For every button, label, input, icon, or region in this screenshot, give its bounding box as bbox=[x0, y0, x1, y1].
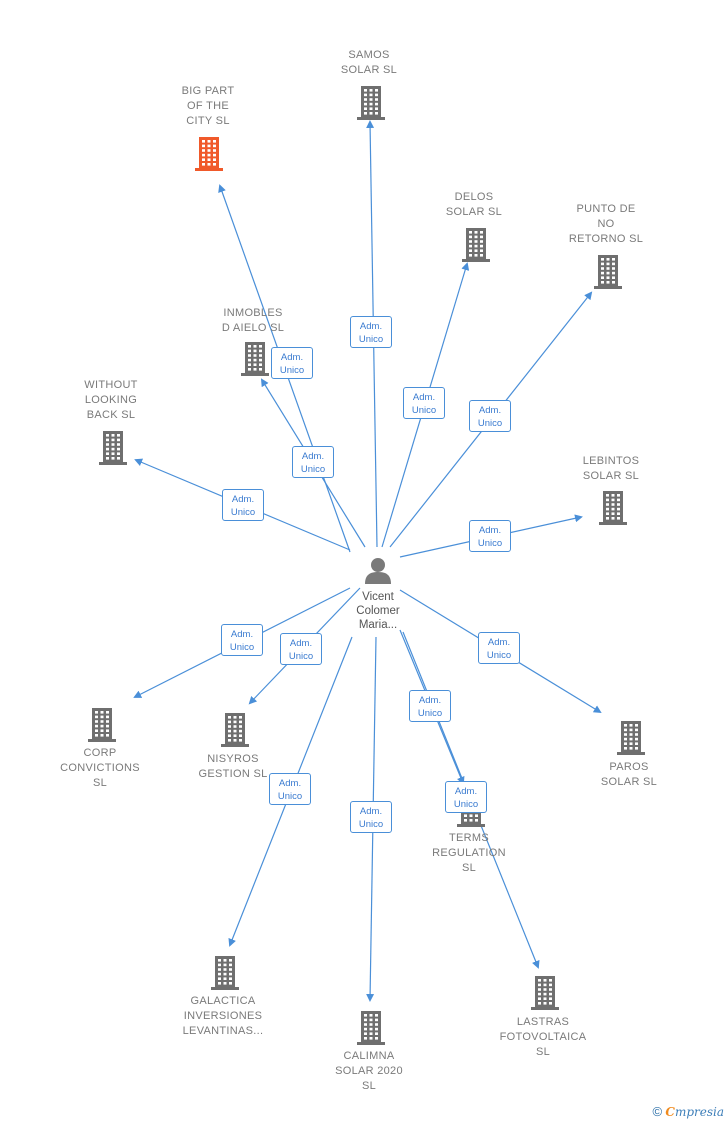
role-line1: Adm. bbox=[454, 786, 478, 797]
brand-initial: C bbox=[665, 1105, 675, 1119]
role-line2: Unico bbox=[300, 464, 326, 475]
role-line1: Adm. bbox=[230, 629, 254, 640]
company-node-punto-de-no-retorno[interactable]: PUNTO DE NO RETORNO SL bbox=[536, 202, 676, 247]
building-icon[interactable] bbox=[194, 136, 223, 172]
company-node-calimna-solar-2020[interactable]: CALIMNA SOLAR 2020 SL bbox=[299, 1049, 439, 1094]
brand-rest: mpresia bbox=[674, 1105, 724, 1119]
role-line2: Unico bbox=[358, 334, 384, 345]
building-icon[interactable] bbox=[220, 712, 249, 748]
company-node-samos-solar[interactable]: SAMOS SOLAR SL bbox=[299, 48, 439, 78]
company-node-paros-solar[interactable]: PAROS SOLAR SL bbox=[559, 760, 699, 790]
company-name: BIG PART OF THE CITY SL bbox=[181, 85, 235, 127]
role-line2: Unico bbox=[230, 507, 256, 518]
role-line1: Adm. bbox=[301, 451, 325, 462]
company-name: WITHOUT LOOKING BACK SL bbox=[84, 379, 138, 421]
role-badge: Adm. Unico bbox=[269, 773, 311, 805]
brand-name: Cmpresia bbox=[665, 1105, 724, 1119]
building-icon[interactable] bbox=[598, 490, 627, 526]
company-node-inmobles-d-aielo[interactable]: INMOBLES D AIELO SL bbox=[183, 306, 323, 336]
company-node-lebintos-solar[interactable]: LEBINTOS SOLAR SL bbox=[541, 454, 681, 484]
role-badge: Adm. Unico bbox=[222, 489, 264, 521]
role-badge: Adm. Unico bbox=[271, 347, 313, 379]
company-name: NISYROS GESTION SL bbox=[198, 753, 268, 780]
role-line2: Unico bbox=[277, 791, 303, 802]
copyright-symbol: © bbox=[652, 1104, 663, 1119]
company-node-without-looking-back[interactable]: WITHOUT LOOKING BACK SL bbox=[41, 378, 181, 423]
role-line1: Adm. bbox=[289, 638, 313, 649]
role-line1: Adm. bbox=[487, 637, 511, 648]
building-icon[interactable] bbox=[530, 975, 559, 1011]
building-icon[interactable] bbox=[356, 85, 385, 121]
company-name: LEBINTOS SOLAR SL bbox=[582, 455, 640, 482]
role-line2: Unico bbox=[279, 365, 305, 376]
role-line1: Adm. bbox=[231, 494, 255, 505]
role-line1: Adm. bbox=[280, 352, 304, 363]
company-node-lastras-fotovoltaica[interactable]: LASTRAS FOTOVOLTAICA SL bbox=[473, 1015, 613, 1060]
company-node-corp-convictions[interactable]: CORP CONVICTIONS SL bbox=[30, 746, 170, 791]
building-icon[interactable] bbox=[593, 254, 622, 290]
role-badge: Adm. Unico bbox=[350, 801, 392, 833]
role-line2: Unico bbox=[358, 819, 384, 830]
person-node[interactable]: Vicent Colomer Maria... bbox=[338, 555, 418, 632]
building-icon[interactable] bbox=[616, 720, 645, 756]
role-line1: Adm. bbox=[278, 778, 302, 789]
company-name: PAROS SOLAR SL bbox=[600, 761, 658, 788]
role-line2: Unico bbox=[453, 799, 479, 810]
role-line1: Adm. bbox=[418, 695, 442, 706]
role-badge: Adm. Unico bbox=[478, 632, 520, 664]
role-badge: Adm. Unico bbox=[469, 520, 511, 552]
role-badge: Adm. Unico bbox=[292, 446, 334, 478]
company-name: CALIMNA SOLAR 2020 SL bbox=[335, 1050, 403, 1092]
building-icon[interactable] bbox=[87, 707, 116, 743]
role-line1: Adm. bbox=[359, 806, 383, 817]
building-icon[interactable] bbox=[356, 1010, 385, 1046]
company-node-terms-regulation[interactable]: TERMS REGULATION SL bbox=[399, 831, 539, 876]
role-line2: Unico bbox=[477, 538, 503, 549]
company-name: DELOS SOLAR SL bbox=[445, 191, 503, 218]
role-line2: Unico bbox=[417, 708, 443, 719]
role-line2: Unico bbox=[229, 642, 255, 653]
role-line1: Adm. bbox=[478, 405, 502, 416]
person-name: Vicent Colomer Maria... bbox=[356, 591, 400, 631]
role-badge: Adm. Unico bbox=[280, 633, 322, 665]
role-line2: Unico bbox=[486, 650, 512, 661]
company-name: TERMS REGULATION SL bbox=[432, 832, 506, 874]
role-badge: Adm. Unico bbox=[350, 316, 392, 348]
company-node-big-part-of-the-city[interactable]: BIG PART OF THE CITY SL bbox=[138, 84, 278, 129]
company-name: INMOBLES D AIELO SL bbox=[221, 307, 285, 334]
company-name: SAMOS SOLAR SL bbox=[340, 49, 398, 76]
role-badge: Adm. Unico bbox=[403, 387, 445, 419]
person-icon bbox=[365, 558, 391, 584]
role-line2: Unico bbox=[288, 651, 314, 662]
company-name: PUNTO DE NO RETORNO SL bbox=[568, 203, 644, 245]
company-name: LASTRAS FOTOVOLTAICA SL bbox=[499, 1016, 587, 1058]
role-line2: Unico bbox=[411, 405, 437, 416]
building-icon[interactable] bbox=[210, 955, 239, 991]
building-icon[interactable] bbox=[98, 430, 127, 466]
role-line1: Adm. bbox=[359, 321, 383, 332]
company-name: GALACTICA INVERSIONES LEVANTINAS... bbox=[182, 995, 264, 1037]
role-badge: Adm. Unico bbox=[409, 690, 451, 722]
role-line2: Unico bbox=[477, 418, 503, 429]
company-node-galactica-inversiones[interactable]: GALACTICA INVERSIONES LEVANTINAS... bbox=[153, 994, 293, 1039]
role-badge: Adm. Unico bbox=[469, 400, 511, 432]
building-icon[interactable] bbox=[240, 341, 269, 377]
company-node-delos-solar[interactable]: DELOS SOLAR SL bbox=[404, 190, 544, 220]
role-line1: Adm. bbox=[412, 392, 436, 403]
role-badge: Adm. Unico bbox=[445, 781, 487, 813]
company-name: CORP CONVICTIONS SL bbox=[60, 747, 140, 789]
role-badge: Adm. Unico bbox=[221, 624, 263, 656]
role-line1: Adm. bbox=[478, 525, 502, 536]
building-icon[interactable] bbox=[461, 227, 490, 263]
company-node-nisyros-gestion[interactable]: NISYROS GESTION SL bbox=[163, 752, 303, 782]
footer-brand: © Cmpresia bbox=[652, 1104, 724, 1119]
